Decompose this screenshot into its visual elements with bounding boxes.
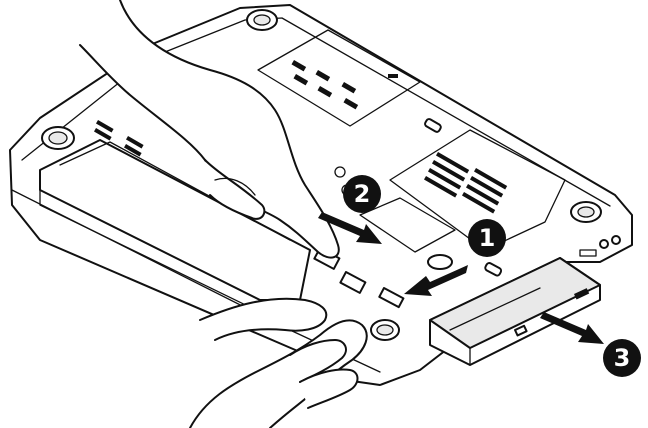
step-badge-3: 3 [603, 339, 641, 377]
memory-panel [257, 29, 421, 127]
step-number-2: 2 [354, 180, 371, 208]
lower-hand [189, 297, 368, 428]
side-ports [579, 235, 621, 257]
arrows [318, 212, 604, 344]
left-vents [94, 119, 144, 157]
step-number-1: 1 [479, 224, 496, 252]
arrow-step-2 [318, 212, 382, 244]
step-badge-1: 1 [468, 219, 506, 257]
step-badge-2: 2 [343, 175, 381, 213]
vent-grid [424, 152, 508, 214]
optical-drive [429, 257, 601, 366]
upper-hand [79, 0, 340, 259]
step-number-3: 3 [614, 344, 631, 372]
arrow-step-1 [404, 265, 468, 296]
arrow-step-3 [540, 312, 604, 344]
rubber-feet [41, 9, 602, 341]
hdd-panel [389, 118, 566, 251]
